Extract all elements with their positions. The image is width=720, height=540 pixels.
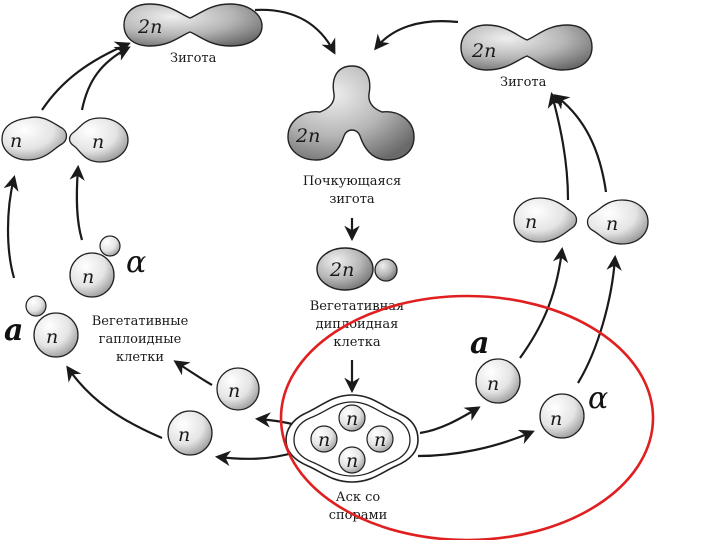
zygote-left-label: Зигота (170, 51, 217, 66)
haploid-cell-left-1-ploidy: n (10, 130, 22, 152)
left-haploid-cells: n n n α n a Вегетативные гаплоидные клет… (1, 116, 260, 456)
vegetative-a-bud (25, 295, 47, 317)
right-haploid-cells: n a n α n n (470, 197, 649, 439)
spore-alpha-symbol: α (588, 381, 608, 416)
spore-a-cell (475, 358, 521, 404)
spore-bottom-ploidy: n (346, 450, 358, 472)
haploid-cell-left-2-ploidy: n (92, 131, 104, 153)
vegetative-haploid-label-2: гаплоидные (99, 332, 182, 347)
vegetative-alpha-symbol: α (126, 245, 146, 280)
arrow-ascus-to-alpha-spore (417, 429, 535, 458)
arrow-ascus-to-spore-lower (214, 450, 297, 467)
arrow-ascus-to-a-spore (419, 406, 481, 435)
released-spore-left-upper (216, 367, 260, 411)
arrow-spore-upper-to-veg (173, 360, 213, 386)
vegetative-a-cell (33, 312, 79, 358)
arrow-left-zygote-to-budding (254, 8, 336, 55)
budding-zygote-label-2: зигота (329, 192, 375, 207)
arrow-ascus-to-spore-upper (254, 412, 297, 428)
arrow-veg-a-up (3, 175, 19, 279)
vegetative-a-symbol: a (4, 313, 23, 348)
ascus-with-spores: n n n n Аск со спорами (285, 394, 419, 523)
spore-left (310, 425, 338, 453)
zygote-right-ploidy: 2n (471, 40, 496, 62)
ascus-label-1: Аск со (336, 490, 381, 505)
vegetative-haploid-label-3: клетки (116, 350, 164, 365)
arrow-haploid2-to-zygote (80, 46, 131, 111)
haploid-cell-right-2 (586, 199, 649, 245)
vegetative-alpha-ploidy: n (82, 266, 94, 288)
spore-top-ploidy: n (346, 408, 358, 430)
spore-alpha-cell (539, 393, 585, 439)
arrow-veg-alpha-up (69, 164, 85, 241)
budding-zygote: 2n Почкующаяся зигота (287, 65, 415, 207)
arrow-right-haploid1-to-zygote (547, 92, 570, 201)
vegetative-diploid-label-2: диплоидная (316, 317, 399, 332)
zygote-left: 2n Зигота (123, 3, 263, 66)
highlight-ellipse (279, 294, 655, 540)
zygote-right: 2n Зигота (460, 24, 593, 90)
released-spore-left-lower-ploidy: n (178, 424, 190, 446)
vegetative-diploid-cell: 2n Вегетативная диплоидная клетка (310, 247, 404, 350)
vegetative-diploid-ploidy: 2n (329, 259, 354, 281)
budding-zygote-ploidy: 2n (295, 125, 320, 147)
spore-left-ploidy: n (318, 429, 330, 451)
arrow-alpha-spore-up (577, 254, 622, 384)
arrow-right-zygote-to-budding (374, 20, 459, 51)
spore-right (366, 425, 394, 453)
haploid-cell-right-2-ploidy: n (606, 213, 618, 235)
arrow-right-haploid2-to-zygote (553, 94, 608, 193)
spore-a-symbol: a (470, 326, 489, 361)
arrow-a-spore-up (519, 246, 569, 359)
vegetative-haploid-label-1: Вегетативные (92, 314, 189, 329)
vegetative-a-ploidy: n (46, 326, 58, 348)
spore-bottom (338, 446, 366, 474)
vegetative-diploid-label-3: клетка (333, 335, 380, 350)
haploid-cell-left-2 (68, 117, 129, 163)
haploid-cell-right-1-ploidy: n (525, 211, 537, 233)
released-spore-left-upper-ploidy: n (228, 380, 240, 402)
zygote-right-label: Зигота (500, 75, 547, 90)
vegetative-alpha-bud (99, 235, 121, 257)
spore-top (338, 404, 366, 432)
released-spore-left-lower (167, 410, 213, 456)
spore-a-ploidy: n (487, 373, 499, 395)
arrow-spore-lower-to-veg (66, 365, 163, 440)
vegetative-alpha-cell (69, 252, 115, 298)
haploid-cell-right-1 (513, 197, 578, 243)
haploid-cell-left-1 (1, 116, 68, 161)
spore-right-ploidy: n (374, 429, 386, 451)
spore-alpha-ploidy: n (550, 408, 562, 430)
budding-zygote-label-1: Почкующаяся (303, 174, 401, 189)
zygote-left-ploidy: 2n (137, 16, 162, 38)
